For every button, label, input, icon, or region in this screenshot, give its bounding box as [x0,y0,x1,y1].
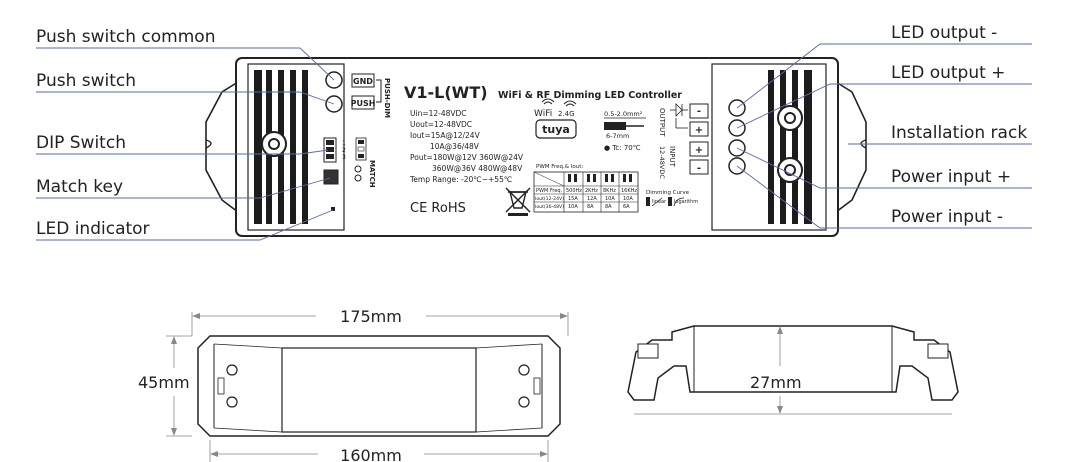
pwm-r1-c3: 10A [605,196,615,202]
callout-dip-switch: DIP Switch [36,133,126,153]
curve-icons [646,197,685,207]
input-label: INPUT [668,146,676,168]
curve-log: logarithm [674,199,698,205]
spec-iout: Iout=15A@12/24V [410,131,481,140]
ce-rohs-mark: CE RoHS [410,201,466,216]
dim-height-27: 27mm [750,373,802,392]
in-minus-sign: - [697,163,701,174]
push-label: PUSH [351,99,376,108]
gnd-label: GND [353,77,373,86]
pwm-r1-c1: 15A [568,196,578,202]
curve-linear: linear [652,199,667,205]
front-screw-rb [518,396,530,408]
pwm-head-3: 8KHz [603,188,616,194]
pwm-r1-c0: Iout(12-24V) [535,196,564,202]
pwm-head-4: 16KHz [621,188,637,194]
spec-temp: Temp Range: -20℃~+55℃ [409,175,512,184]
input-voltage-label: 12-48VDC [658,146,666,179]
mount-ear-left [205,80,239,214]
gnd-box [351,73,375,88]
front-screw-lb [226,396,238,408]
front-center-panel [281,347,477,433]
wifi-signal-icon [541,98,577,107]
model-name: V1-L(WT) [404,83,488,102]
pwm-r2-c4: 6A [623,204,630,210]
pwm-r2-c1: 10A [568,204,578,210]
ear-slot-left [205,139,212,149]
led-indicator [331,207,335,211]
dip-num-2: 2 [342,147,346,154]
dip-num-3: 3 [342,154,346,161]
pwm-r2-c2: 8A [587,204,594,210]
pwm-r1-c4: 10A [623,196,633,202]
spec-pout-2: 360W@36V 480W@48V [432,164,523,173]
tc-label: ● Tc: 70℃ [604,144,641,152]
match-hole-1 [354,165,362,173]
spec-pout: Pout=180W@12V 360W@24V [410,153,524,162]
out-plus-sign: + [695,125,703,136]
output-label: OUTPUT [658,108,666,137]
callout-match-key: Match key [36,177,123,197]
out-minus-sign: - [697,106,701,117]
callout-push-switch: Push switch [36,71,136,91]
side-body [627,325,959,401]
pwm-head-1: 500Hz [566,188,582,194]
spec-uin: Uin=12-48VDC [410,109,467,118]
mount-ear-right [835,80,867,214]
tuya-logo-box [535,119,577,139]
callout-led-out-minus: LED output - [891,23,997,43]
match-key [323,169,339,185]
dip-legend [355,137,367,161]
dim-width-45: 45mm [138,373,190,392]
callout-led-indicator: LED indicator [36,219,150,239]
match-hole-2 [354,174,362,182]
callout-power-minus: Power input - [891,207,1003,227]
ear-slot-right [860,139,867,149]
pwm-head-0: PWM Freq. [536,188,563,194]
dip-num-1: 1 [342,140,346,147]
spec-uout: Uout=12-48VDC [410,120,472,129]
pwm-r2-c0: Iout(36-48V) [535,204,564,210]
dim-length-175: 175mm [340,307,402,326]
dim-length-160: 160mm [340,446,402,462]
strip-length-label: 6-7mm [606,132,629,140]
callout-led-out-plus: LED output + [891,63,1005,83]
pwm-head-2: 2KHz [585,188,598,194]
vent-bars-right [768,70,812,224]
match-label: MATCH [368,160,376,188]
product-title: WiFi & RF Dimming LED Controller [498,90,682,101]
push-dim-label: PUSH-DIM [383,78,391,118]
pwm-r1-c2: 12A [587,196,597,202]
in-plus-sign: + [695,145,703,156]
wifi-label: WiFi [534,109,552,119]
spec-iout-2: 10A@36/48V [430,142,480,151]
device-case [235,57,839,237]
curve-title: Dimming Curve [646,190,690,196]
pwm-table: PWM Freq. 500Hz 2KHz 8KHz 16KHz Iout(12-… [533,171,639,213]
terminal-block: - + + - [689,103,709,175]
wire-size-label: 0.5-2.0mm² [604,110,643,118]
push-box [351,95,375,110]
callout-leaders [36,43,1032,241]
dip-switch: 1 2 3 [323,137,346,163]
front-screw-lt [226,364,238,376]
led-symbol-icon [670,103,688,129]
callout-power-plus: Power input + [891,167,1011,187]
weee-bin-icon [505,187,531,216]
front-dimension-view: 175mm 45mm 160mm [138,307,569,462]
front-screw-rt [518,364,530,376]
side-dimension-view: 27mm [627,325,959,415]
pwm-r2-c3: 8A [605,204,612,210]
device-top-view: GND PUSH PUSH-DIM 1 2 3 MATCH V1-L(W [205,57,867,237]
callout-push-common: Push switch common [36,27,215,47]
tuya-logo-text: tuya [542,123,570,136]
callout-install-rack: Installation rack [891,123,1027,143]
wire-strip-icon [604,122,626,130]
wifi-band-label: 2.4G [558,110,575,118]
pwm-title: PWM Freq.& Iout: [536,164,583,170]
